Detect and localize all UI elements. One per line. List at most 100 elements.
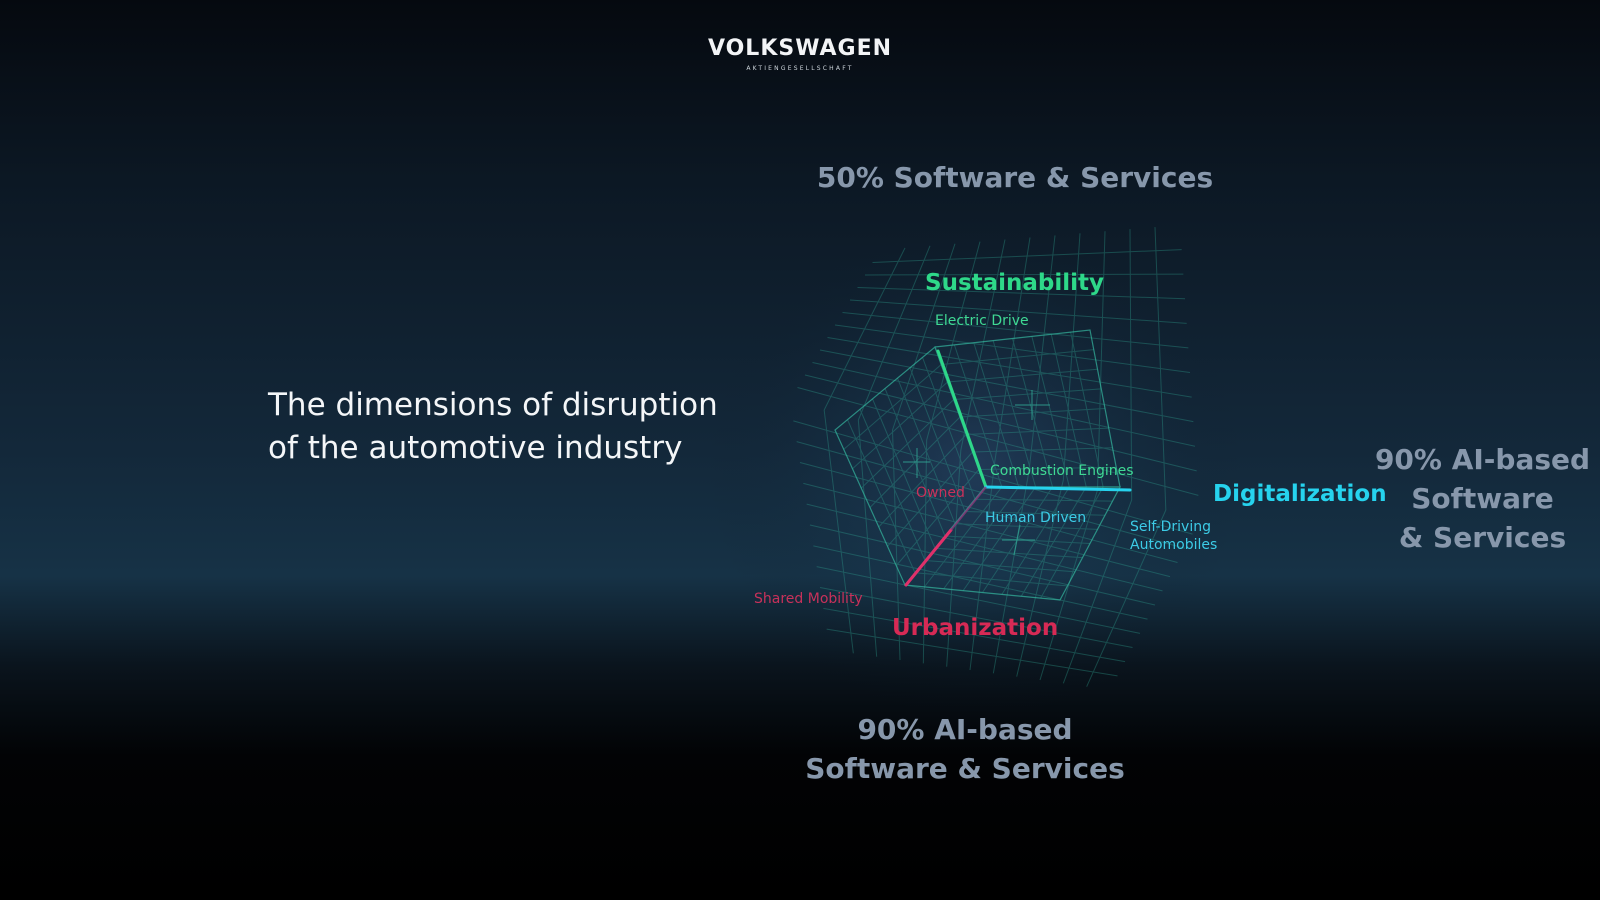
grid-line-left-6-1 — [859, 409, 926, 561]
cube-grid — [793, 227, 1199, 687]
grid-line-outer-bottom-9-0 — [1039, 489, 1098, 681]
grid-line-left-1-1 — [922, 357, 976, 500]
grid-line-outer-bottom-11-0 — [1086, 509, 1167, 687]
grid-line-outer-top-5-0 — [960, 239, 1006, 451]
grid-line-left-5-0 — [878, 434, 967, 528]
grid-line-outer-top-6-0 — [994, 237, 1031, 461]
pole-self-driving-automobiles: Self-Driving Automobiles — [1130, 518, 1217, 554]
grid-line-outer-bottom-2-0 — [857, 419, 878, 657]
grid-line-bottom-1-0 — [923, 486, 1003, 588]
grid-line-bottom-7-1 — [914, 572, 1068, 587]
grid-line-outer-top-4-0 — [926, 241, 981, 441]
cube-glow — [705, 215, 1245, 715]
grid-line-bottom-6-1 — [924, 560, 1076, 573]
grid-line-outer-top-8-0 — [1062, 233, 1081, 481]
grid-line-top-3-1 — [953, 388, 1102, 400]
grid-line-outer-bottom-11-1 — [826, 628, 1118, 677]
grid-line-outer-bottom-6-0 — [969, 459, 996, 671]
grid-line-outer-top-4-1 — [849, 299, 1187, 324]
grid-line-outer-top-10-0 — [1129, 229, 1133, 501]
outcome-top-line-1: 50% Software & Services — [816, 161, 1214, 194]
grid-line-outer-bottom-6-1 — [809, 524, 1156, 606]
grid-line-outer-top-2-1 — [864, 273, 1184, 276]
grid-line-outer-top-1-0 — [823, 247, 906, 411]
grid-line-top-1-1 — [941, 349, 1094, 365]
page-title: The dimensions of disruption of the auto… — [268, 384, 748, 470]
grid-line-outer-bottom-3-0 — [892, 429, 901, 661]
grid-line-outer-top-1-1 — [872, 249, 1182, 263]
grid-line-outer-top-3-1 — [857, 287, 1186, 300]
grid-line-outer-bottom-10-0 — [1062, 499, 1133, 684]
outcome-bottom-line-1: 90% AI-based — [857, 713, 1073, 746]
grid-line-outer-bottom-8-0 — [1016, 479, 1064, 677]
grid-line-outer-bottom-4-1 — [803, 482, 1171, 578]
grid-line-top-5-1 — [966, 427, 1109, 435]
grid-line-bottom-3-0 — [962, 486, 1037, 591]
grid-line-outer-bottom-2-1 — [796, 441, 1186, 549]
outcome-top: 50% Software & Services — [800, 158, 1230, 197]
grid-line-outer-bottom-5-1 — [806, 503, 1163, 592]
grid-line-top-7-0 — [1070, 332, 1104, 488]
grid-line-top-6-0 — [1050, 334, 1087, 488]
grid-line-bottom-5-1 — [934, 547, 1083, 559]
outcome-right-line-3: & Services — [1398, 521, 1567, 554]
grid-line-bottom-5-0 — [1001, 486, 1070, 595]
grid-line-left-3-1 — [897, 377, 956, 524]
dimension-urbanization: Urbanization — [892, 615, 1059, 641]
grid-line-outer-bottom-3-1 — [799, 462, 1178, 563]
pole-self-driving-line-1: Self-Driving — [1130, 519, 1211, 535]
cube-crosses — [903, 390, 1050, 556]
axis-sustainability-line — [936, 349, 988, 489]
grid-line-top-2-0 — [973, 342, 1020, 488]
grid-line-bottom-2-1 — [964, 511, 1106, 516]
grid-line-bottom-1-1 — [974, 498, 1113, 502]
axis-urbanization-line-upper — [950, 486, 987, 531]
grid-line-outer-top-11-0 — [1154, 227, 1167, 511]
dimension-digitalization: Digitalization — [1213, 481, 1387, 507]
grid-line-outer-top-8-1 — [819, 349, 1194, 423]
grid-line-outer-top-9-0 — [1097, 231, 1106, 491]
grid-line-outer-bottom-1-0 — [823, 409, 854, 654]
axis-urbanization-line — [904, 528, 953, 587]
pole-combustion-engines: Combustion Engines — [990, 463, 1134, 479]
outcome-right-line-1: 90% AI-based — [1374, 443, 1591, 476]
grid-line-outer-bottom-5-0 — [946, 449, 962, 667]
grid-line-outer-top-3-0 — [892, 243, 956, 431]
grid-line-top-5-0 — [1031, 336, 1070, 488]
pole-self-driving-line-2: Automobiles — [1130, 537, 1218, 553]
grid-line-left-3-0 — [860, 399, 955, 489]
axis-digitalization-line — [984, 485, 1132, 492]
logo-brand: VOLKSWAGEN — [707, 36, 893, 61]
grid-line-top-6-1 — [972, 447, 1113, 453]
grid-line-outer-bottom-10-1 — [823, 607, 1126, 663]
grid-line-left-2-1 — [909, 367, 966, 512]
grid-line-outer-top-10-1 — [804, 374, 1197, 472]
logo-subtitle: AKTIENGESELLSCHAFT — [746, 65, 854, 72]
grid-line-left-7-0 — [895, 469, 980, 566]
grid-line-bottom-7-0 — [1040, 486, 1104, 599]
pole-human-driven: Human Driven — [985, 510, 1087, 526]
dimension-sustainability: Sustainability — [925, 270, 1105, 296]
grid-line-outer-top-2-0 — [857, 245, 931, 421]
title-line-1: The dimensions of disruption — [268, 387, 718, 423]
grid-line-left-2-0 — [852, 381, 948, 470]
grid-line-top-3-0 — [992, 340, 1037, 488]
grid-line-top-2-1 — [947, 368, 1098, 383]
grid-line-left-7-1 — [847, 419, 916, 573]
grid-line-outer-bottom-7-1 — [813, 545, 1148, 620]
grid-line-outer-bottom-1-1 — [793, 420, 1193, 535]
grid-line-outer-top-7-1 — [827, 337, 1192, 398]
outcome-bottom-line-2: Software & Services — [805, 752, 1125, 785]
grid-line-bottom-2-0 — [943, 486, 1020, 590]
grid-line-top-7-1 — [978, 466, 1117, 470]
grid-line-bottom-6-0 — [1020, 486, 1087, 597]
volkswagen-logo: VOLKSWAGEN AKTIENGESELLSCHAFT — [0, 36, 1600, 72]
title-line-2: of the automotive industry — [268, 430, 683, 466]
grid-line-outer-bottom-7-0 — [992, 469, 1030, 674]
pole-electric-drive: Electric Drive — [935, 313, 1029, 329]
pole-shared-mobility: Shared Mobility — [754, 591, 863, 607]
grid-line-outer-bottom-8-1 — [816, 566, 1141, 634]
grid-line-outer-top-7-0 — [1028, 235, 1056, 471]
grid-line-outer-top-5-1 — [842, 312, 1189, 349]
grid-line-outer-bottom-9-1 — [819, 587, 1133, 648]
